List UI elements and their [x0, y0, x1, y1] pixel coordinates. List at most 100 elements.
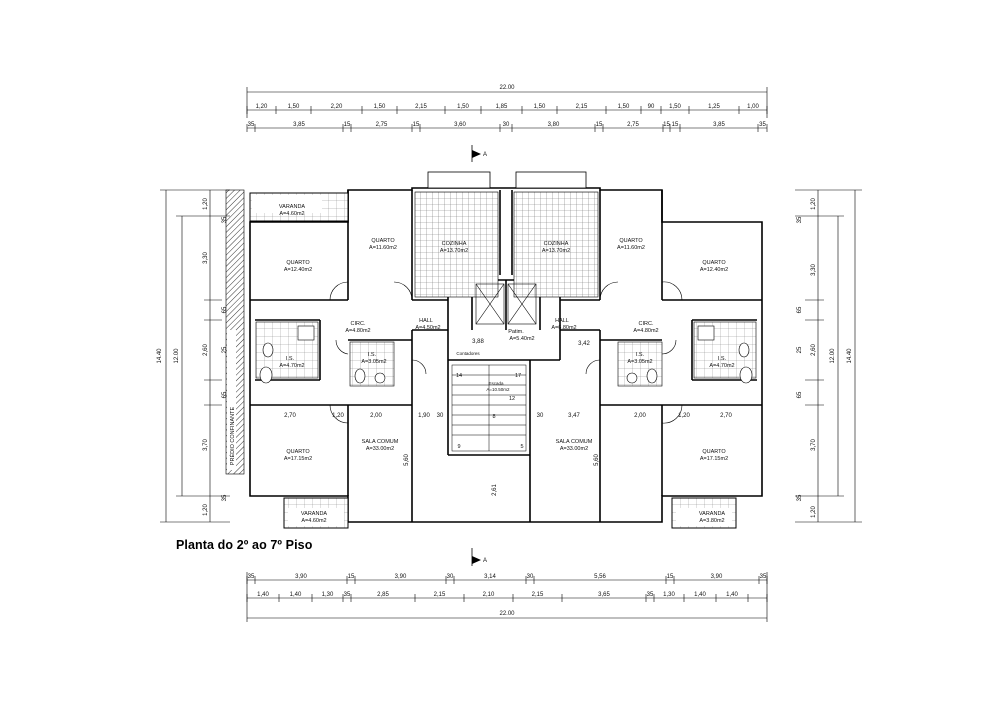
inner-dim: 1,90 [418, 413, 430, 419]
dimension-label: 2,15 [434, 592, 446, 598]
building-walls [249, 187, 763, 523]
room-area: A=12.40m2 [284, 267, 312, 273]
room-area: A=4.70m2 [709, 363, 734, 369]
room-area: A=4.70m2 [279, 363, 304, 369]
stair [451, 364, 527, 452]
dimension-label: 30 [503, 122, 510, 128]
inner-dim: 3,42 [578, 341, 590, 347]
room-area: A=11.60m2 [617, 245, 645, 251]
stair-step-number: 17 [515, 373, 521, 379]
dimension-label: 3,60 [454, 122, 466, 128]
dimension-label: 15 [348, 574, 355, 580]
room-name: QUARTO [286, 449, 310, 455]
left-part-dim: 3,70 [203, 439, 209, 451]
room-name: Escada [488, 381, 504, 386]
left-part-dim: 3,30 [203, 252, 209, 264]
svg-text:A: A [483, 152, 487, 158]
top-dimensions [246, 87, 768, 129]
left-small-dim: 25 [222, 346, 228, 353]
inner-dim: 2,00 [370, 413, 382, 419]
right-part-dim: 1,20 [811, 198, 817, 210]
room-area: A=17.15m2 [700, 456, 728, 462]
dimension-label: 1,50 [288, 104, 300, 110]
room-name: CIRC. [639, 321, 654, 327]
dimension-label: 15 [413, 122, 420, 128]
room-name: VARANDA [301, 511, 328, 517]
dimension-label: 1,40 [257, 592, 269, 598]
dimension-label: 3,85 [293, 122, 305, 128]
room-area: A=4.50m2 [415, 325, 440, 331]
dimension-label: 2,20 [331, 104, 343, 110]
dimension-label: 1,20 [256, 104, 268, 110]
room-area: A=17.15m2 [284, 456, 312, 462]
left-small-dim: 65 [222, 391, 228, 398]
room-name: SALA COMUM [556, 439, 593, 445]
dimension-label: 3,90 [295, 574, 307, 580]
inner-dim: 2,70 [720, 413, 732, 419]
kitchen-floor-left [414, 191, 499, 298]
dimension-label: 2,15 [532, 592, 544, 598]
room-area: A=5.40m2 [509, 336, 534, 342]
right-part-dim: 3,30 [811, 264, 817, 276]
dimension-label: 15 [663, 122, 670, 128]
svg-text:PRÉDIO CONFINANTE: PRÉDIO CONFINANTE [229, 406, 236, 465]
right-part-dim: 1,20 [811, 506, 817, 518]
room-area: A=4.80m2 [345, 328, 370, 334]
left-part-dim: 1,20 [203, 504, 209, 516]
room-area: A=6.80m2 [551, 325, 576, 331]
room-name: QUARTO [702, 260, 726, 266]
dimension-label: 1,00 [747, 104, 759, 110]
dimension-label: 30 [527, 574, 534, 580]
right-part-dim: 3,70 [811, 439, 817, 451]
room-name: QUARTO [619, 238, 643, 244]
dimension-label: 35 [248, 574, 255, 580]
dimension-label: 35 [647, 592, 654, 598]
dimension-label: 3,80 [548, 122, 560, 128]
inner-dim: 3,88 [472, 339, 484, 345]
dimension-label: 1,30 [322, 592, 334, 598]
left-total-dim: 14.40 [157, 348, 163, 364]
room-name: Patim. [508, 329, 524, 335]
bath-fixtures [259, 325, 753, 384]
door-swings [329, 281, 683, 424]
room-area: A=10.50m2 [486, 387, 510, 392]
room-area: A=13.70m2 [440, 248, 468, 254]
room-labels: VARANDA A=4.60m2 QUARTO A=12.40m2 QUARTO… [279, 204, 735, 524]
left-small-dim: 35 [222, 494, 228, 501]
inner-dim: 2,70 [284, 413, 296, 419]
dimension-label: 1,40 [290, 592, 302, 598]
dimension-label: 2,15 [415, 104, 427, 110]
right-small-dim: 35 [797, 494, 803, 501]
room-area: A=4.60m2 [301, 518, 326, 524]
room-name: I.S. [368, 352, 377, 358]
dimension-label: 2,75 [627, 122, 639, 128]
section-mark-top: A [471, 145, 487, 162]
room-area: A=33.00m2 [366, 446, 394, 452]
small-bath-right [617, 341, 663, 387]
dimension-label: 3,90 [711, 574, 723, 580]
stair-step-number: 8 [492, 414, 495, 420]
left-small-dim: 65 [222, 306, 228, 313]
dimension-label: 1,25 [708, 104, 720, 110]
dimension-label: 1,40 [726, 592, 738, 598]
room-name: QUARTO [702, 449, 726, 455]
kitchen-floor-right [513, 191, 599, 298]
elevator-shafts [475, 283, 537, 325]
room-name: I.S. [636, 352, 645, 358]
dimension-label: 3,85 [713, 122, 725, 128]
room-name: COZINHA [544, 241, 569, 247]
dimension-label: 35 [344, 592, 351, 598]
dimension-label: 2,75 [376, 122, 388, 128]
dimension-label: 15 [667, 574, 674, 580]
corridor-label: Contadores [456, 351, 480, 356]
right-mid-dim: 12.00 [830, 348, 836, 364]
top-total-dimension: 22.00 [499, 85, 515, 91]
dimension-label: 2,15 [576, 104, 588, 110]
left-dimensions [160, 189, 230, 523]
room-name: VARANDA [699, 511, 726, 517]
room-area: A=13.70m2 [542, 248, 570, 254]
right-small-dim: 65 [797, 391, 803, 398]
stair-step-number: 5 [520, 444, 523, 450]
inner-dim: 2,61 [492, 484, 498, 496]
right-total-dim: 14.40 [847, 348, 853, 364]
